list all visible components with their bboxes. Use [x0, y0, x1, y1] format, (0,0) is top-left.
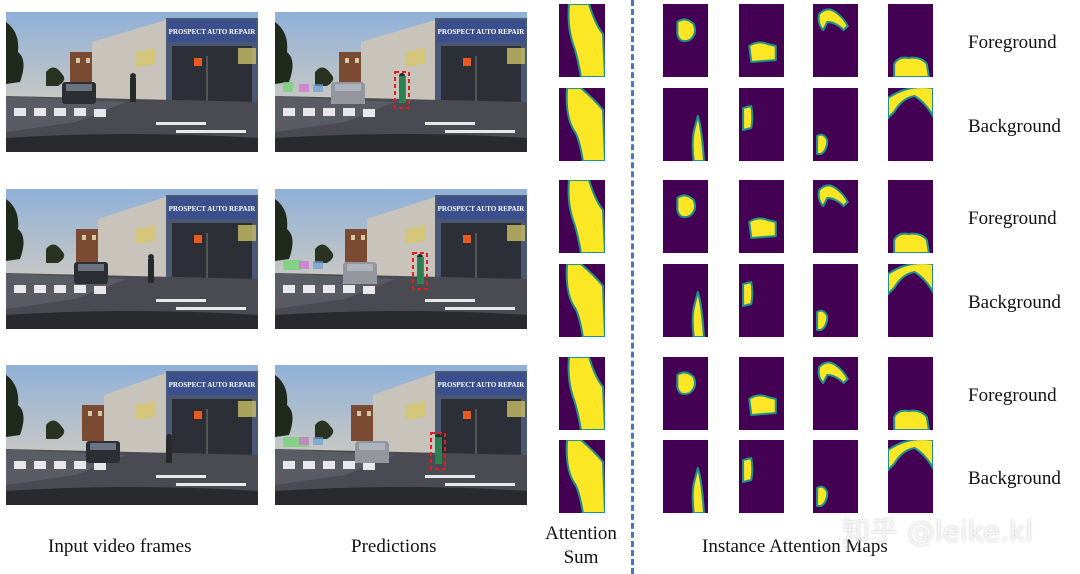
- instance-attention-map-foreground: [813, 357, 858, 430]
- attention-sum-map: [559, 4, 605, 77]
- row-label-background: Background: [968, 116, 1061, 137]
- row-label-background: Background: [968, 292, 1061, 313]
- input-frame-1: PROSPECT AUTO REPAIR: [6, 12, 258, 152]
- instance-attention-map-background: [739, 264, 784, 337]
- row-label-background: Background: [968, 468, 1061, 489]
- instance-attention-map-foreground: [813, 180, 858, 253]
- instance-attention-map-foreground: [813, 4, 858, 77]
- instance-attention-map-foreground: [739, 357, 784, 430]
- prediction-frame-2: PROSPECT AUTO REPAIR: [275, 189, 527, 329]
- attention-sum-map: [559, 88, 605, 161]
- instance-attention-map-foreground: [663, 4, 708, 77]
- instance-attention-map-foreground: [663, 180, 708, 253]
- caption-attention-sum-line1: Attention: [545, 523, 617, 544]
- instance-attention-map-foreground: [888, 180, 933, 253]
- svg-text:PROSPECT AUTO REPAIR: PROSPECT AUTO REPAIR: [169, 381, 257, 389]
- instance-attention-map-foreground: [739, 4, 784, 77]
- svg-text:PROSPECT AUTO REPAIR: PROSPECT AUTO REPAIR: [438, 205, 526, 213]
- svg-text:PROSPECT AUTO REPAIR: PROSPECT AUTO REPAIR: [169, 205, 257, 213]
- svg-text:PROSPECT AUTO REPAIR: PROSPECT AUTO REPAIR: [438, 28, 526, 36]
- caption-predictions: Predictions: [351, 536, 437, 557]
- caption-input-frames: Input video frames: [48, 536, 192, 557]
- caption-attention-sum: Attention Sum: [536, 522, 626, 570]
- input-frame-3: PROSPECT AUTO REPAIR: [6, 365, 258, 505]
- instance-attention-map-foreground: [888, 4, 933, 77]
- column-divider: [631, 0, 634, 574]
- row-label-foreground: Foreground: [968, 385, 1057, 406]
- prediction-frame-1: PROSPECT AUTO REPAIR: [275, 12, 527, 152]
- instance-attention-map-background: [739, 88, 784, 161]
- instance-attention-map-background: [888, 440, 933, 513]
- caption-attention-sum-line2: Sum: [563, 547, 599, 568]
- prediction-frame-3: PROSPECT AUTO REPAIR: [275, 365, 527, 505]
- instance-attention-map-foreground: [739, 180, 784, 253]
- input-frame-2: PROSPECT AUTO REPAIR: [6, 189, 258, 329]
- instance-attention-map-background: [888, 264, 933, 337]
- row-label-foreground: Foreground: [968, 32, 1057, 53]
- attention-sum-map: [559, 440, 605, 513]
- watermark: 知乎 @leike.kl: [842, 515, 1034, 548]
- attention-sum-map: [559, 264, 605, 337]
- instance-attention-map-foreground: [888, 357, 933, 430]
- instance-attention-map-background: [813, 264, 858, 337]
- instance-attention-map-background: [739, 440, 784, 513]
- instance-attention-map-foreground: [663, 357, 708, 430]
- caption-instance-maps: Instance Attention Maps: [702, 536, 888, 557]
- instance-attention-map-background: [813, 440, 858, 513]
- instance-attention-map-background: [813, 88, 858, 161]
- svg-text:PROSPECT AUTO REPAIR: PROSPECT AUTO REPAIR: [169, 28, 257, 36]
- row-label-foreground: Foreground: [968, 208, 1057, 229]
- instance-attention-map-background: [663, 440, 708, 513]
- instance-attention-map-background: [663, 264, 708, 337]
- instance-attention-map-background: [888, 88, 933, 161]
- svg-text:PROSPECT AUTO REPAIR: PROSPECT AUTO REPAIR: [438, 381, 526, 389]
- instance-attention-map-background: [663, 88, 708, 161]
- attention-sum-map: [559, 357, 605, 430]
- attention-sum-map: [559, 180, 605, 253]
